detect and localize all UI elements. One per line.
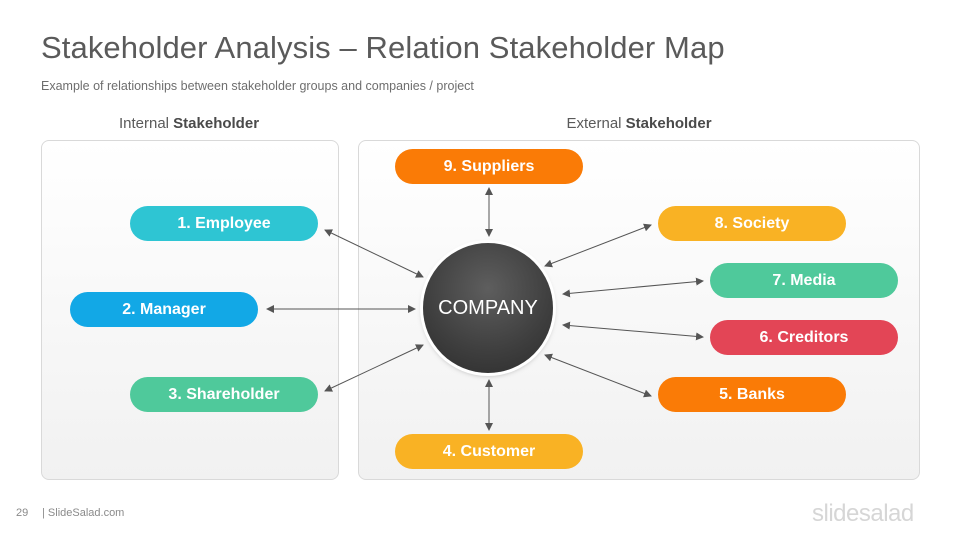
external-label-prefix: External [566,115,626,132]
page-title: Stakeholder Analysis – Relation Stakehol… [41,30,725,65]
stakeholder-customer: 4. Customer [395,434,583,469]
stakeholder-shareholder: 3. Shareholder [130,377,318,412]
stakeholder-creditors: 6. Creditors [710,320,898,355]
internal-group-label: Internal Stakeholder [119,115,259,132]
internal-label-bold: Stakeholder [173,115,260,132]
stakeholder-media: 7. Media [710,263,898,298]
stakeholder-society: 8. Society [658,206,846,241]
stakeholder-employee: 1. Employee [130,206,318,241]
slidesalad-logo: slidesalad [812,500,914,527]
company-node: COMPANY [423,243,553,373]
page-number: 29 [16,507,29,519]
external-group-label: External Stakeholder [566,115,711,132]
external-label-bold: Stakeholder [625,115,712,132]
page-subtitle: Example of relationships between stakeho… [41,79,474,93]
stakeholder-suppliers: 9. Suppliers [395,149,583,184]
internal-label-prefix: Internal [118,115,174,132]
stakeholder-banks: 5. Banks [658,377,846,412]
stakeholder-manager: 2. Manager [70,292,258,327]
footer-site-link[interactable]: | SlideSalad.com [42,507,125,519]
